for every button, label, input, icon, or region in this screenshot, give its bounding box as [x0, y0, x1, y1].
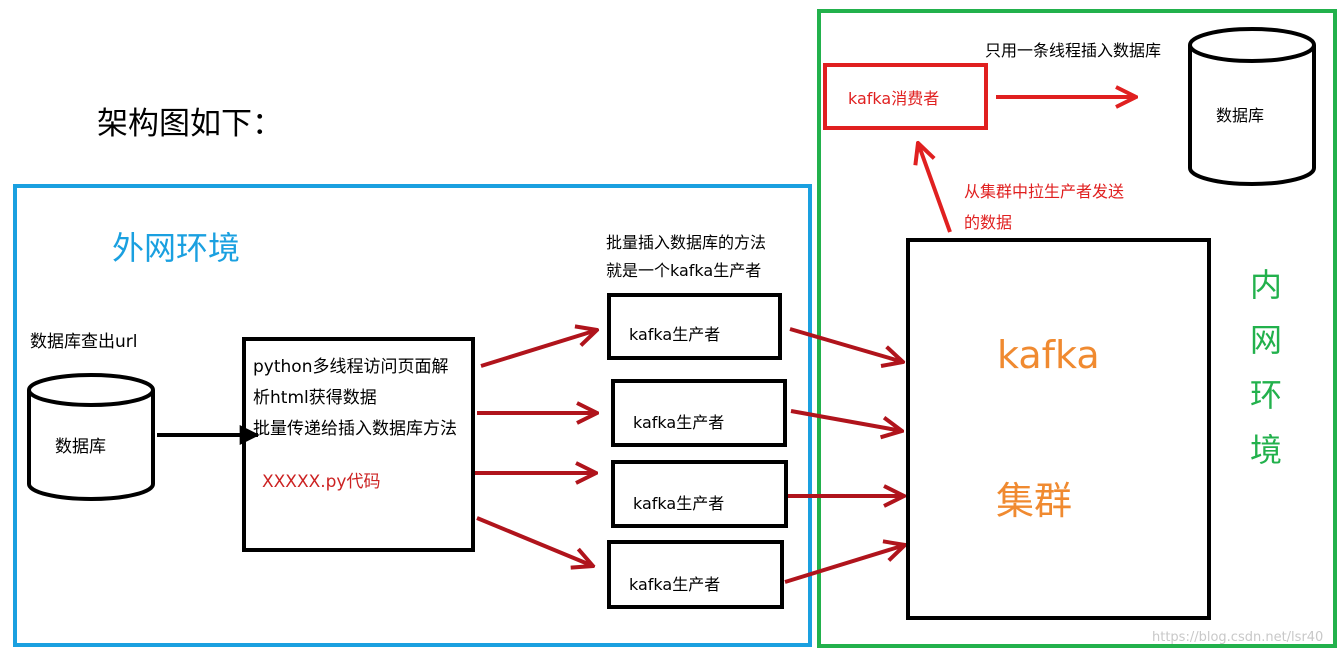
inner-network-zone [817, 9, 1337, 648]
producer-1-to-kafka-arrow [789, 327, 903, 362]
source-db-cylinder [27, 373, 155, 501]
producer-note: 批量插入数据库的方法 就是一个kafka生产者 [606, 229, 766, 285]
inner-zone-char: 内 [1249, 266, 1282, 304]
kafka-cluster-sublabel: 集群 [996, 479, 1073, 523]
producer-label: kafka生产者 [629, 325, 721, 344]
page-title: 架构图如下： [97, 106, 283, 142]
producer-box: kafka生产者 [611, 379, 787, 447]
python-script-box [242, 337, 475, 552]
pull-note-line: 的数据 [964, 213, 1013, 232]
pull-note-line: 从集群中拉生产者发送 [964, 182, 1125, 201]
source-db-label: 数据库 [55, 437, 106, 457]
target-db-label: 数据库 [1216, 106, 1265, 125]
python-to-producer-1-arrow [480, 330, 597, 368]
producer-box: kafka生产者 [611, 460, 788, 528]
pull-note: 从集群中拉生产者发送 的数据 [964, 176, 1124, 238]
python-description-line: 批量传递给插入数据库方法 [253, 419, 457, 439]
inner-zone-char: 网 [1249, 321, 1282, 359]
kafka-to-consumer-arrow [918, 143, 952, 233]
kafka-cluster-label: kafka [997, 333, 1100, 377]
producer-2-to-kafka-arrow [790, 409, 902, 431]
source-db-caption: 数据库查出url [30, 332, 138, 352]
producer-label: kafka生产者 [629, 575, 721, 594]
target-db-cylinder [1188, 27, 1316, 186]
python-description-line: python多线程访问页面解 [253, 357, 449, 377]
inner-zone-char: 境 [1249, 431, 1282, 469]
producer-label: kafka生产者 [633, 494, 725, 513]
python-code-label: XXXXX.py代码 [262, 472, 381, 492]
python-description-line: 析html获得数据 [253, 388, 377, 408]
producer-note-line: 批量插入数据库的方法 [606, 233, 767, 252]
producer-label: kafka生产者 [633, 413, 725, 432]
producer-box: kafka生产者 [607, 293, 782, 360]
python-description: python多线程访问页面解 析html获得数据 批量传递给插入数据库方法 [253, 352, 457, 445]
watermark: https://blog.csdn.net/lsr40 [1152, 630, 1324, 645]
python-to-producer-4-arrow [476, 516, 593, 566]
inner-zone-label: 内 网 环 境 [1246, 258, 1286, 478]
kafka-consumer-label: kafka消费者 [848, 89, 940, 108]
producer-note-line: 就是一个kafka生产者 [606, 261, 762, 280]
producer-box: kafka生产者 [607, 540, 784, 609]
outer-zone-label: 外网环境 [112, 229, 241, 267]
inner-zone-char: 环 [1249, 376, 1282, 414]
kafka-consumer-box: kafka消费者 [823, 63, 988, 130]
single-thread-note: 只用一条线程插入数据库 [985, 41, 1162, 60]
producer-4-to-kafka-arrow [784, 545, 905, 584]
kafka-cluster-box [906, 238, 1211, 620]
